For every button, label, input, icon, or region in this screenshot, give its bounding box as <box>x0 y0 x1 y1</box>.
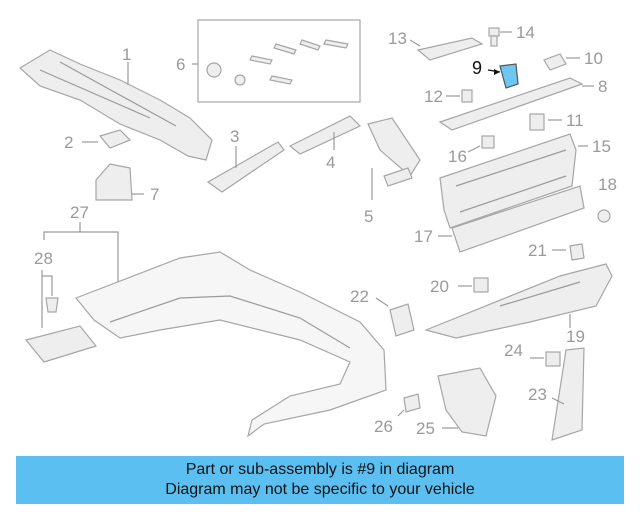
part-19-rail <box>424 263 613 339</box>
part-8-rail <box>438 77 584 131</box>
part-23-trim <box>551 347 585 441</box>
callout-9[interactable]: 9 <box>472 58 482 78</box>
callout-1[interactable]: 1 <box>122 45 131 64</box>
callout-21[interactable]: 21 <box>528 241 547 260</box>
callout-13[interactable]: 13 <box>388 29 407 48</box>
part-22-bracket <box>389 303 415 337</box>
part-13-seal <box>416 37 484 61</box>
info-banner: Part or sub-assembly is #9 in diagram Di… <box>16 456 624 504</box>
callout-14[interactable]: 14 <box>516 23 535 42</box>
part-5-bracket <box>367 117 421 177</box>
part-26-fastener <box>403 393 421 413</box>
callout-10[interactable]: 10 <box>584 49 603 68</box>
part-25-plate <box>437 367 497 437</box>
callout-18[interactable]: 18 <box>598 175 617 194</box>
part-9-clip-highlighted[interactable] <box>499 63 519 89</box>
part-11-bracket <box>529 113 545 131</box>
part-17-reinforcement <box>451 185 585 253</box>
callout-17[interactable]: 17 <box>414 227 433 246</box>
part-20-screw <box>473 277 489 293</box>
callout-7[interactable]: 7 <box>150 185 159 204</box>
part-18-fastener <box>597 209 611 223</box>
callout-23[interactable]: 23 <box>528 385 547 404</box>
part-3-trim <box>206 141 285 193</box>
callout-3[interactable]: 3 <box>230 127 239 146</box>
part-14-screw <box>488 27 500 47</box>
banner-line-1: Part or sub-assembly is #9 in diagram <box>185 461 455 478</box>
callout-16[interactable]: 16 <box>448 147 467 166</box>
part-16-screw <box>481 135 495 149</box>
callout-19[interactable]: 19 <box>566 327 585 346</box>
callout-27[interactable]: 27 <box>70 203 89 222</box>
part-21-fastener <box>569 243 585 261</box>
part-28-fastener <box>45 297 59 313</box>
parts-diagram: 1 6 13 14 9 10 8 12 11 16 <box>18 19 617 441</box>
part-28-bracket <box>24 325 98 363</box>
part-27-top-cover <box>75 251 387 438</box>
callout-8[interactable]: 8 <box>598 77 607 96</box>
callout-6[interactable]: 6 <box>176 55 185 74</box>
callout-26[interactable]: 26 <box>374 417 393 436</box>
callout-28[interactable]: 28 <box>34 249 53 268</box>
callout-20[interactable]: 20 <box>430 277 449 296</box>
part-1-header <box>18 49 213 161</box>
callout-4[interactable]: 4 <box>326 153 335 172</box>
callout-22[interactable]: 22 <box>350 287 369 306</box>
callout-11[interactable]: 11 <box>566 111 584 130</box>
part-6-group <box>197 19 361 103</box>
callout-12[interactable]: 12 <box>424 87 443 106</box>
part-12-screw <box>461 89 473 103</box>
callout-5[interactable]: 5 <box>364 207 373 226</box>
part-2-clip <box>98 129 132 149</box>
part-7-bracket <box>95 163 133 201</box>
banner-line-2: Diagram may not be specific to your vehi… <box>165 481 475 498</box>
callout-24[interactable]: 24 <box>504 341 523 360</box>
callout-25[interactable]: 25 <box>416 419 435 438</box>
part-10-clip <box>543 53 567 71</box>
part-24-screw <box>545 351 561 367</box>
callout-15[interactable]: 15 <box>592 137 611 156</box>
callout-2[interactable]: 2 <box>64 133 73 152</box>
part-4-trim <box>288 115 362 155</box>
